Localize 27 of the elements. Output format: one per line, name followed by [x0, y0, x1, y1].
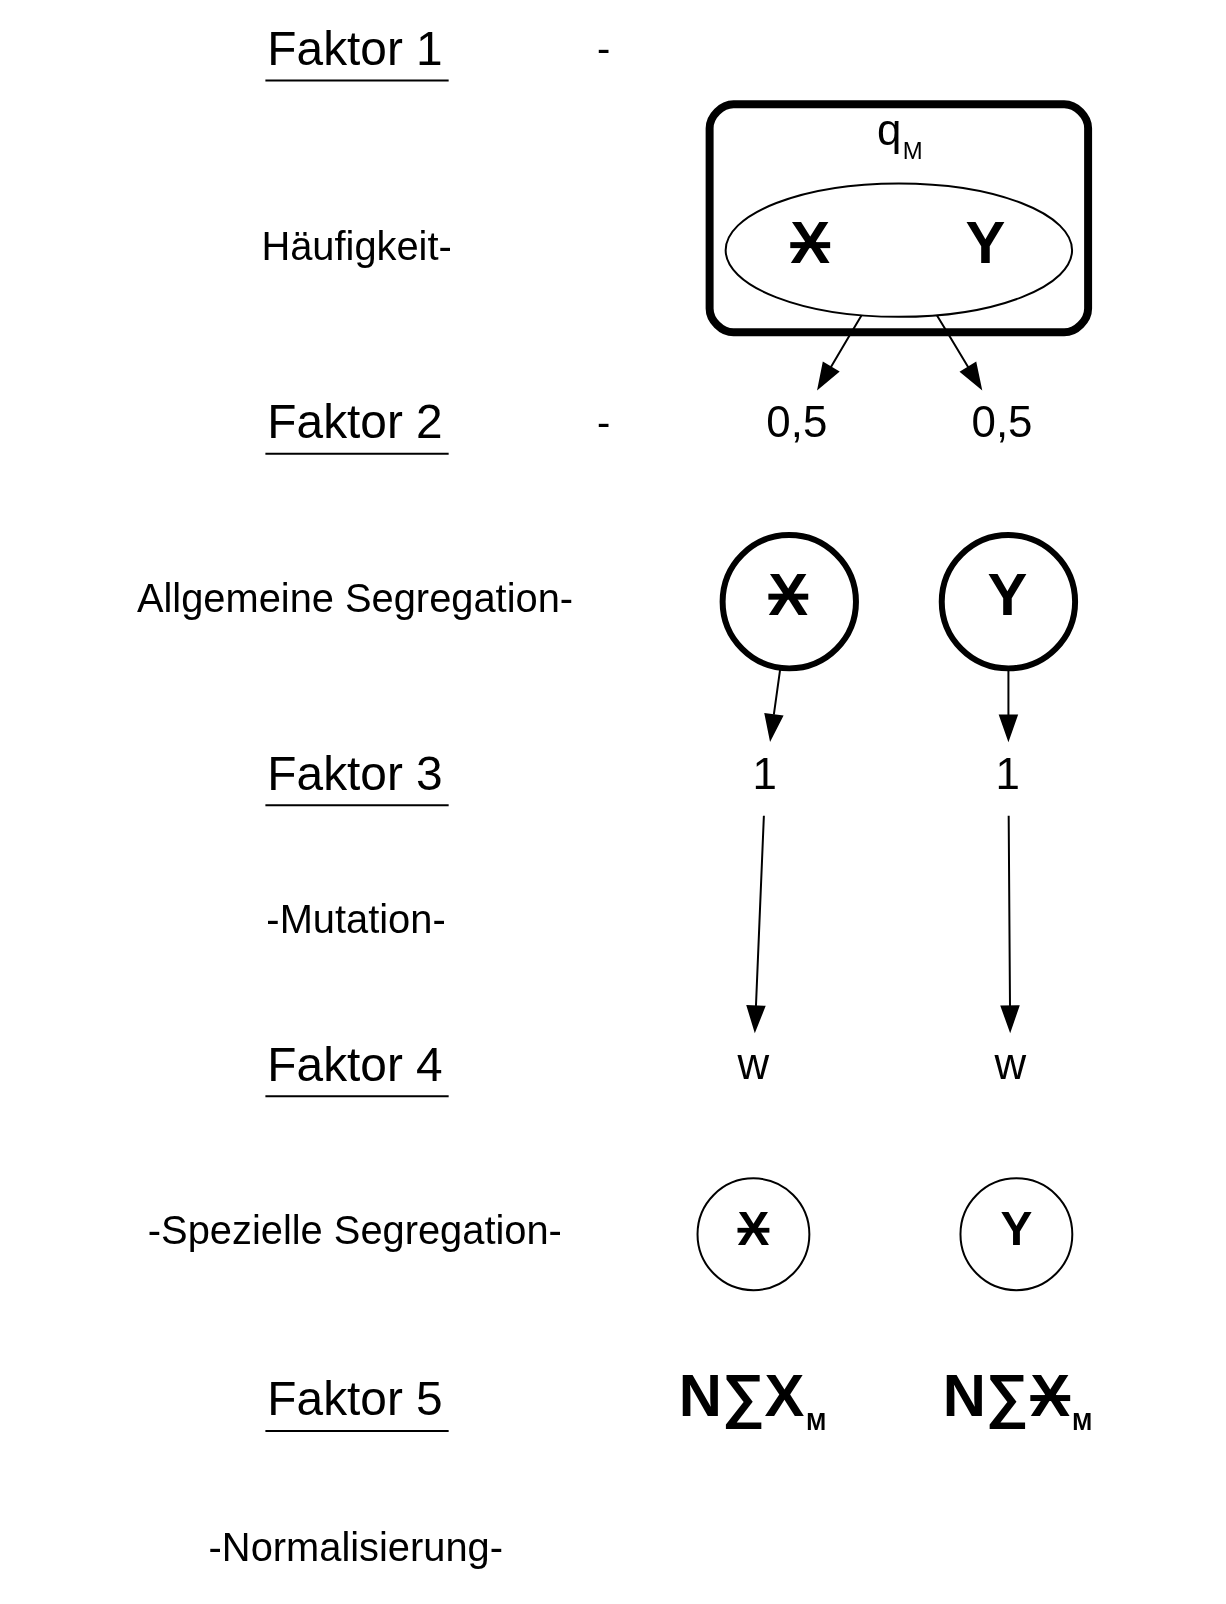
label: N∑X$_{M}$	[942, 1362, 1092, 1435]
arrow	[745, 814, 766, 1034]
node-text: 1	[994, 748, 1020, 798]
node-text: 0,5	[765, 397, 827, 447]
label: -	[596, 26, 610, 71]
label: Faktor 3	[266, 746, 443, 800]
label: Faktor 2	[266, 395, 443, 449]
node-circle: X	[719, 532, 859, 672]
node-text: w	[737, 1039, 769, 1089]
node-circle: Y	[958, 1177, 1073, 1292]
label: Faktor 1	[266, 21, 443, 75]
label: Faktor 5	[266, 1372, 443, 1426]
label: Allgemeine Segregation-	[136, 575, 573, 620]
label: -Mutation-	[265, 896, 446, 941]
node-circle: X	[696, 1177, 810, 1292]
node-text: w	[993, 1039, 1026, 1089]
label: -	[596, 399, 610, 444]
label: -Normalisierung-	[208, 1525, 503, 1570]
arrow	[999, 814, 1020, 1034]
node-text: 1	[751, 748, 777, 798]
label: N∑X$_{M}$	[678, 1362, 826, 1435]
node-ellipse: X Y	[724, 182, 1073, 318]
label: Faktor 4	[266, 1037, 443, 1091]
node-circle: Y	[938, 532, 1078, 672]
node-text: 0,5	[971, 397, 1032, 447]
label: -Spezielle Segregation-	[147, 1208, 562, 1253]
label: Häufigkeit-	[260, 224, 452, 269]
